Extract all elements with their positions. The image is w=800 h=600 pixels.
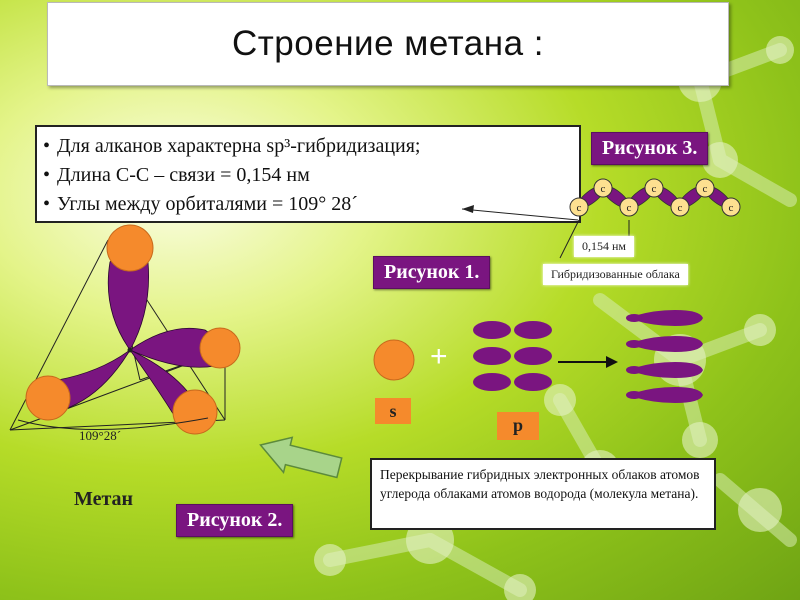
plus-sign: + xyxy=(430,340,448,373)
fact-bond-length: Длина С-С – связи = 0,154 нм xyxy=(43,161,579,190)
figure-3-label: Рисунок 3. xyxy=(591,132,709,165)
hybrid-clouds-label: Гибридизованные облака xyxy=(543,264,688,285)
bond-length-label: 0,154 нм xyxy=(574,236,635,257)
facts-list: Для алканов характерна sp³-гибридизация;… xyxy=(37,132,579,219)
fact-bond-angle: Углы между орбиталями = 109° 28´ xyxy=(43,190,579,219)
title-box: Строение метана : xyxy=(47,2,729,86)
caption-text: Перекрывание гибридных электронных облак… xyxy=(380,467,700,501)
bond-angle-label: 109°28´ xyxy=(79,428,122,443)
caption-box: Перекрывание гибридных электронных облак… xyxy=(370,458,716,530)
fact-hybridization: Для алканов характерна sp³-гибридизация; xyxy=(43,132,579,161)
page-title: Строение метана : xyxy=(232,24,544,63)
methane-label: Метан xyxy=(74,488,134,510)
figure-1-label: Рисунок 1. xyxy=(373,256,491,289)
facts-box: Для алканов характерна sp³-гибридизация;… xyxy=(35,125,581,223)
p-label: p xyxy=(497,412,539,440)
figure-2-label: Рисунок 2. xyxy=(176,504,294,537)
s-label: s xyxy=(375,398,411,424)
